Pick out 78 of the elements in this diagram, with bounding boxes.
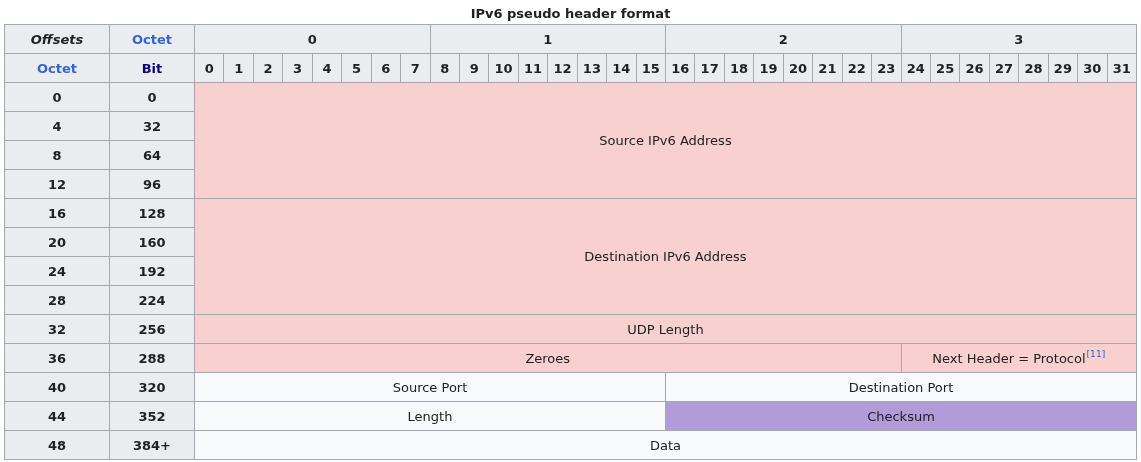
bit-number: 10 bbox=[489, 54, 518, 82]
table-title: IPv6 pseudo header format bbox=[470, 6, 671, 21]
column-header: Offsets bbox=[5, 25, 109, 53]
bit-offset: 128 bbox=[110, 199, 194, 227]
bit-number: 8 bbox=[430, 54, 459, 82]
bit-number: 20 bbox=[783, 54, 813, 82]
bit-number: 25 bbox=[930, 54, 960, 82]
pseudo-header-field: Source IPv6 Address bbox=[195, 83, 1136, 198]
bit-number: 7 bbox=[401, 54, 430, 82]
octet-number: 0 bbox=[195, 25, 430, 53]
column-header: Octet bbox=[5, 54, 109, 82]
bit-number: 23 bbox=[872, 54, 901, 82]
octet-number: 2 bbox=[666, 25, 901, 53]
bit-number: 24 bbox=[901, 54, 930, 82]
octet-number: 1 bbox=[430, 25, 665, 53]
bit-number: 19 bbox=[754, 54, 783, 82]
octet-offset: 36 bbox=[5, 344, 109, 372]
bit-number: 12 bbox=[548, 54, 577, 82]
bit-offset: 224 bbox=[110, 286, 194, 314]
octet-offset: 48 bbox=[5, 431, 109, 459]
octet-offset: 32 bbox=[5, 315, 109, 343]
pseudo-header-field: UDP Length bbox=[195, 315, 1136, 343]
bit-number: 22 bbox=[842, 54, 872, 82]
octet-offset: 20 bbox=[5, 228, 109, 256]
bit-number: 6 bbox=[371, 54, 401, 82]
bit-number: 0 bbox=[195, 54, 224, 82]
bit-number: 5 bbox=[342, 54, 371, 82]
bit-number: 9 bbox=[459, 54, 489, 82]
bit-offset: 32 bbox=[110, 112, 194, 140]
octet-offset: 8 bbox=[5, 141, 109, 169]
bit-offset: 384+ bbox=[110, 431, 194, 459]
bit-number: 1 bbox=[224, 54, 253, 82]
pseudo-header-field: Destination IPv6 Address bbox=[195, 199, 1136, 314]
bit-offset: 96 bbox=[110, 170, 194, 198]
bit-number: 14 bbox=[607, 54, 636, 82]
octet-offset: 12 bbox=[5, 170, 109, 198]
udp-header-field: Source Port bbox=[195, 373, 665, 401]
bit-number: 31 bbox=[1107, 54, 1136, 82]
udp-header-field: Destination Port bbox=[666, 373, 1136, 401]
octet-offset: 40 bbox=[5, 373, 109, 401]
bit-offset: 192 bbox=[110, 257, 194, 285]
octet-offset: 16 bbox=[5, 199, 109, 227]
pseudo-header-field: Next Header = Protocol$^{[11]}$ bbox=[901, 344, 1136, 372]
bit-number: 16 bbox=[666, 54, 695, 82]
bit-offset: 320 bbox=[110, 373, 194, 401]
bit-number: 28 bbox=[1019, 54, 1048, 82]
citation-link: [11] bbox=[1086, 350, 1106, 360]
bit-number: 4 bbox=[312, 54, 342, 82]
bit-number: 21 bbox=[813, 54, 842, 82]
highlighted-field: Checksum bbox=[666, 402, 1136, 430]
pseudo-header-field: Zeroes bbox=[195, 344, 901, 372]
bit-offset: 0 bbox=[110, 83, 194, 111]
bit-number: 27 bbox=[989, 54, 1019, 82]
column-header: Octet bbox=[110, 25, 194, 53]
bit-number: 29 bbox=[1048, 54, 1078, 82]
octet-offset: 28 bbox=[5, 286, 109, 314]
octet-offset: 24 bbox=[5, 257, 109, 285]
octet-offset: 44 bbox=[5, 402, 109, 430]
bit-number: 17 bbox=[695, 54, 724, 82]
octet-number: 3 bbox=[901, 25, 1136, 53]
bit-number: 13 bbox=[577, 54, 607, 82]
bit-offset: 288 bbox=[110, 344, 194, 372]
octet-offset: 0 bbox=[5, 83, 109, 111]
bit-number: 15 bbox=[636, 54, 665, 82]
bit-number: 30 bbox=[1078, 54, 1107, 82]
column-header: Bit bbox=[110, 54, 194, 82]
bit-number: 18 bbox=[724, 54, 754, 82]
bit-offset: 160 bbox=[110, 228, 194, 256]
bit-number: 11 bbox=[518, 54, 548, 82]
data-field: Data bbox=[195, 431, 1136, 459]
octet-offset: 4 bbox=[5, 112, 109, 140]
bit-number: 2 bbox=[253, 54, 283, 82]
bit-offset: 256 bbox=[110, 315, 194, 343]
udp-header-field: Length bbox=[195, 402, 665, 430]
bit-offset: 352 bbox=[110, 402, 194, 430]
bit-offset: 64 bbox=[110, 141, 194, 169]
bit-number: 3 bbox=[283, 54, 312, 82]
bit-number: 26 bbox=[960, 54, 989, 82]
